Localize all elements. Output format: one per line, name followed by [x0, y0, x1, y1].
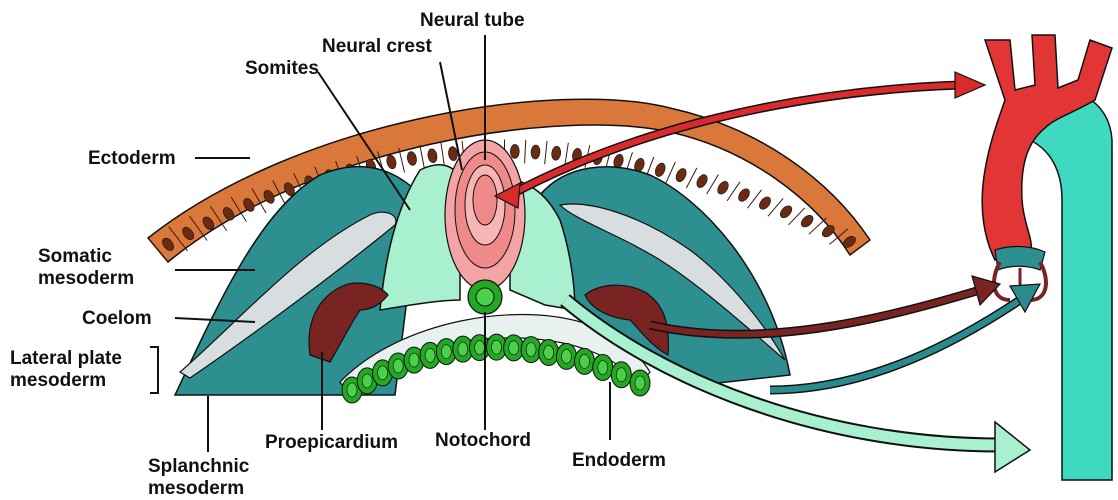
label-somatic-mesoderm: mesoderm: [38, 268, 134, 289]
ectoderm-nucleus: [757, 195, 773, 212]
ectoderm-cell-wall: [707, 175, 719, 195]
endoderm-cell-nucleus: [526, 343, 536, 357]
ectoderm-cell-wall: [545, 141, 547, 164]
endoderm-cell-nucleus: [409, 353, 419, 367]
heart-outflow-tract: [982, 35, 1112, 480]
ectoderm-nucleus: [551, 146, 562, 161]
endoderm-cell-nucleus: [544, 345, 554, 359]
endoderm-cell-nucleus: [378, 366, 388, 380]
endoderm-cell-nucleus: [580, 354, 590, 368]
ectoderm-cell-wall: [441, 142, 445, 166]
ectoderm-nucleus: [385, 154, 397, 170]
endoderm-cell-nucleus: [458, 342, 468, 356]
ectoderm-nucleus: [427, 148, 438, 163]
ectoderm-nucleus: [695, 173, 710, 190]
teal-vessel: [1030, 88, 1112, 480]
endoderm-cell-nucleus: [616, 368, 626, 382]
endoderm-cell-nucleus: [509, 341, 519, 355]
ectoderm-cell-wall: [727, 182, 740, 201]
ectoderm-nucleus: [736, 187, 751, 204]
endoderm-cell-nucleus: [635, 376, 645, 390]
ectoderm-cell-wall: [565, 143, 569, 166]
ectoderm-nucleus: [674, 167, 688, 184]
ectoderm-cell-wall: [666, 162, 675, 183]
ectoderm-nucleus: [799, 213, 815, 229]
label-neural-crest: Neural crest: [322, 36, 432, 57]
ectoderm-cell-wall: [420, 145, 425, 170]
notochord: [468, 280, 502, 314]
label-proepicardium: Proepicardium: [265, 432, 398, 453]
label-lateral-plate-mesoderm: mesoderm: [10, 370, 106, 391]
ectoderm-cell-wall: [525, 140, 526, 163]
ectoderm-nucleus: [530, 145, 540, 160]
label-somatic: Somatic: [38, 246, 112, 267]
endoderm-cell-nucleus: [475, 341, 485, 355]
ectoderm-nucleus: [778, 204, 794, 220]
endoderm-cell-nucleus: [598, 361, 608, 375]
endoderm-cell-nucleus: [393, 359, 403, 373]
neural-tube: [445, 140, 525, 290]
ectoderm-nucleus: [715, 179, 730, 196]
label-endoderm: Endoderm: [572, 450, 666, 471]
label-neural-tube: Neural tube: [420, 10, 525, 31]
ectoderm-nucleus: [406, 151, 418, 167]
ectoderm-nucleus: [510, 144, 519, 158]
label-coelom: Coelom: [82, 308, 152, 329]
endoderm-cell-nucleus: [362, 374, 372, 388]
ectoderm-cell-wall: [686, 168, 697, 188]
endoderm-cell-nucleus: [347, 383, 357, 397]
ectoderm-nucleus: [653, 162, 667, 178]
label-ectoderm: Ectoderm: [88, 148, 176, 169]
endoderm-cell-nucleus: [491, 340, 501, 354]
label-notochord: Notochord: [435, 430, 531, 451]
label-splanchnic-mesoderm: mesoderm: [148, 478, 244, 499]
label-splanchnic: Splanchnic: [148, 456, 249, 477]
label-somites: Somites: [245, 58, 319, 79]
endoderm-cell-nucleus: [561, 349, 571, 363]
endoderm-cell-nucleus: [425, 348, 435, 362]
endoderm-cell-nucleus: [441, 345, 451, 359]
label-lateral-plate: Lateral plate: [10, 348, 122, 369]
